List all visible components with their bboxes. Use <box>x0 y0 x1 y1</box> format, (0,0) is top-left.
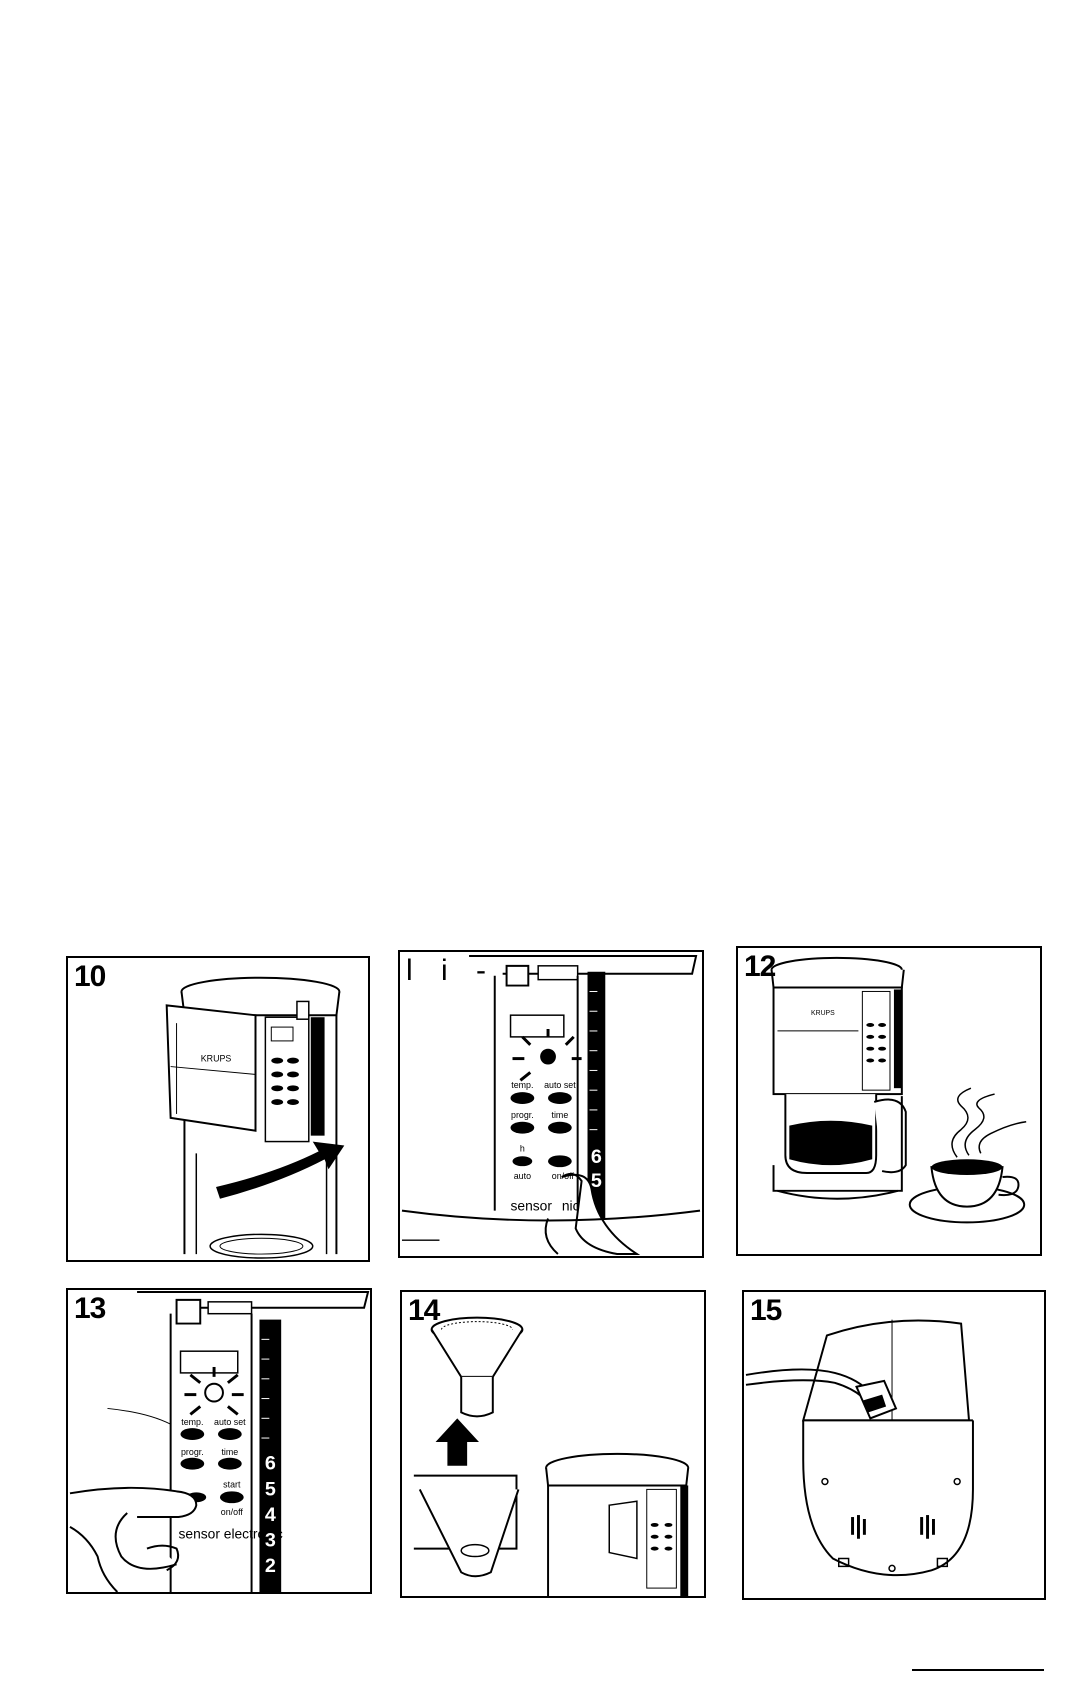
bottom-rule <box>912 1669 1044 1671</box>
step-10-panel: 10 KRUPS <box>66 956 370 1262</box>
button-label-time: time <box>221 1447 238 1457</box>
button-label-auto: auto <box>514 1171 531 1181</box>
scale-mark: 6 <box>265 1453 276 1475</box>
brand-label: KRUPS <box>201 1054 232 1064</box>
scale-mark: 5 <box>591 1170 602 1192</box>
button-label-h: h <box>520 1143 525 1153</box>
step-number: 15 <box>750 1294 782 1327</box>
step-number: 10 <box>74 960 106 993</box>
scale-mark: 3 <box>265 1530 276 1552</box>
step-15-panel: 15 <box>742 1290 1046 1600</box>
coffee-ready-illustration: KRUPS <box>770 956 1027 1224</box>
step-13-panel: 13 temp. auto set progr. time start on/ <box>66 1288 372 1594</box>
button-label-temp: temp. <box>511 1080 533 1090</box>
sensor-label: sensor electronic <box>179 1526 283 1542</box>
press-on-off-button-illustration: temp. auto set progr. time start on/off … <box>69 1290 370 1592</box>
step-12-panel: 12 KRUPS <box>736 946 1042 1256</box>
cord-storage-illustration <box>745 1319 974 1577</box>
button-label-time: time <box>551 1110 568 1120</box>
sensor-label-end: nic <box>562 1198 580 1214</box>
brand-label: KRUPS <box>811 1010 835 1017</box>
scale-mark: 6 <box>591 1146 602 1168</box>
remove-filter-illustration <box>413 1316 690 1596</box>
step-number: 14 <box>408 1294 440 1327</box>
step-number: 12 <box>744 950 776 983</box>
coffee-maker-open-cover-illustration: KRUPS <box>165 976 345 1259</box>
button-label-progr: progr. <box>511 1110 534 1120</box>
button-label-auto-set: auto set <box>214 1417 246 1427</box>
scale-mark: 5 <box>265 1478 276 1500</box>
button-label-auto-set: auto set <box>544 1080 576 1090</box>
button-label-on-off: on/off <box>221 1507 244 1517</box>
sensor-label: sensor <box>511 1198 553 1214</box>
step-number: l i - <box>406 954 496 987</box>
button-label-progr: progr. <box>181 1447 204 1457</box>
step-11-panel: l i - temp. auto set progr. time h a <box>398 950 704 1258</box>
step-number: 13 <box>74 1292 106 1325</box>
step-14-panel: 14 <box>400 1290 706 1598</box>
button-label-start: start <box>223 1479 241 1489</box>
scale-mark: 4 <box>265 1504 276 1526</box>
press-start-button-illustration: temp. auto set progr. time h auto on/off… <box>401 954 701 1255</box>
button-label-temp: temp. <box>181 1417 203 1427</box>
scale-mark: 2 <box>265 1555 276 1577</box>
